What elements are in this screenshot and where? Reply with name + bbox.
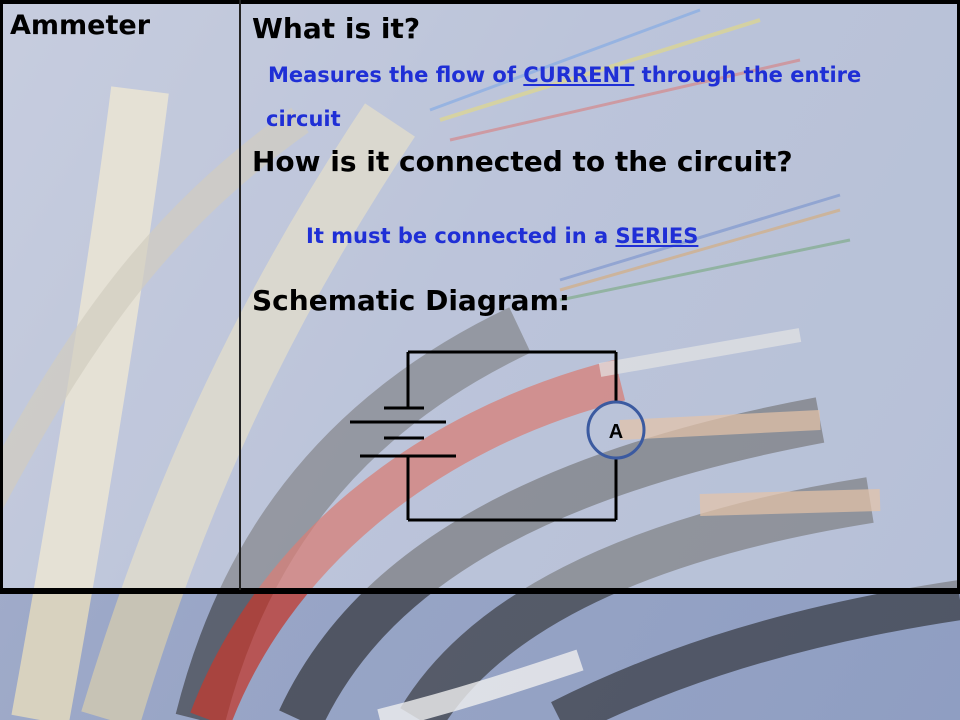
table-border: [0, 0, 960, 594]
answer-how-connected: It must be connected in a SERIES: [306, 224, 698, 248]
battery-symbol: [350, 406, 456, 458]
answer1-text-after: through the entire: [634, 63, 862, 87]
answer-what-is-it-line1: Measures the flow of CURRENT through the…: [268, 63, 861, 87]
answer1-keyword-current: CURRENT: [523, 63, 635, 87]
answer1-text-before: Measures the flow of: [268, 63, 524, 87]
answer2-text-before: It must be connected in a: [306, 224, 616, 248]
answer-what-is-it-line2: circuit: [266, 107, 341, 131]
question-how-connected: How is it connected to the circuit?: [252, 145, 793, 178]
column-divider: [239, 0, 241, 590]
row-label-ammeter: Ammeter: [10, 10, 151, 41]
answer2-keyword-series: SERIES: [615, 224, 699, 248]
question-what-is-it: What is it?: [252, 12, 421, 45]
ammeter-symbol: A: [586, 400, 646, 460]
background-wash: [0, 0, 960, 590]
ammeter-label: A: [609, 421, 623, 443]
schematic-diagram: A: [350, 350, 646, 522]
schematic-diagram-title: Schematic Diagram:: [252, 284, 570, 317]
